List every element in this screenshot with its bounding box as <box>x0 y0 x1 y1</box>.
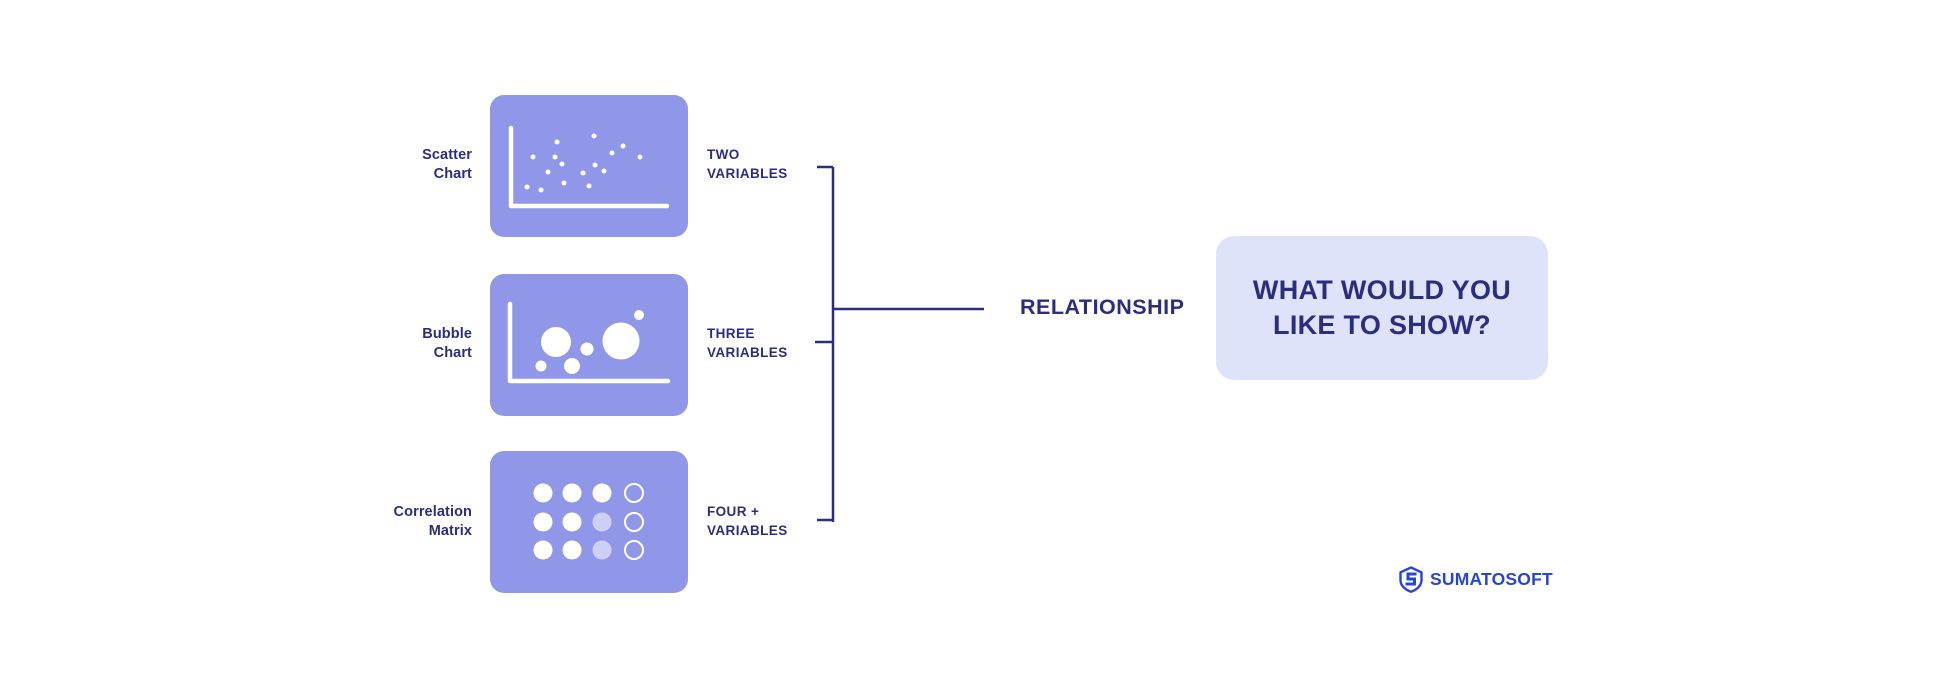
bracket-connector <box>815 165 984 522</box>
four-plus-variables-label: FOUR + VARIABLES <box>707 504 788 538</box>
sumatosoft-logo-text: SUMATOSOFT <box>1430 569 1553 589</box>
scatter-chart-icon <box>508 125 670 209</box>
bubble-chart-label: Bubble Chart <box>422 326 472 361</box>
sumatosoft-logo: SUMATOSOFT <box>1399 566 1553 593</box>
shield-s-icon <box>1399 566 1423 593</box>
two-variables-label: TWO VARIABLES <box>707 147 788 181</box>
correlation-matrix-icon <box>533 483 644 560</box>
correlation-matrix-label: Correlation Matrix <box>393 504 472 539</box>
correlation-matrix-card <box>490 451 688 593</box>
question-box: WHAT WOULD YOU LIKE TO SHOW? <box>1216 236 1548 380</box>
relationship-label: RELATIONSHIP <box>1020 295 1185 319</box>
scatter-chart-label: Scatter Chart <box>422 147 472 182</box>
three-variables-label: THREE VARIABLES <box>707 326 788 360</box>
bubble-chart-card <box>490 274 688 416</box>
bubble-chart-icon <box>507 301 671 384</box>
question-text: WHAT WOULD YOU LIKE TO SHOW? <box>1252 275 1512 340</box>
scatter-chart-card <box>490 95 688 237</box>
